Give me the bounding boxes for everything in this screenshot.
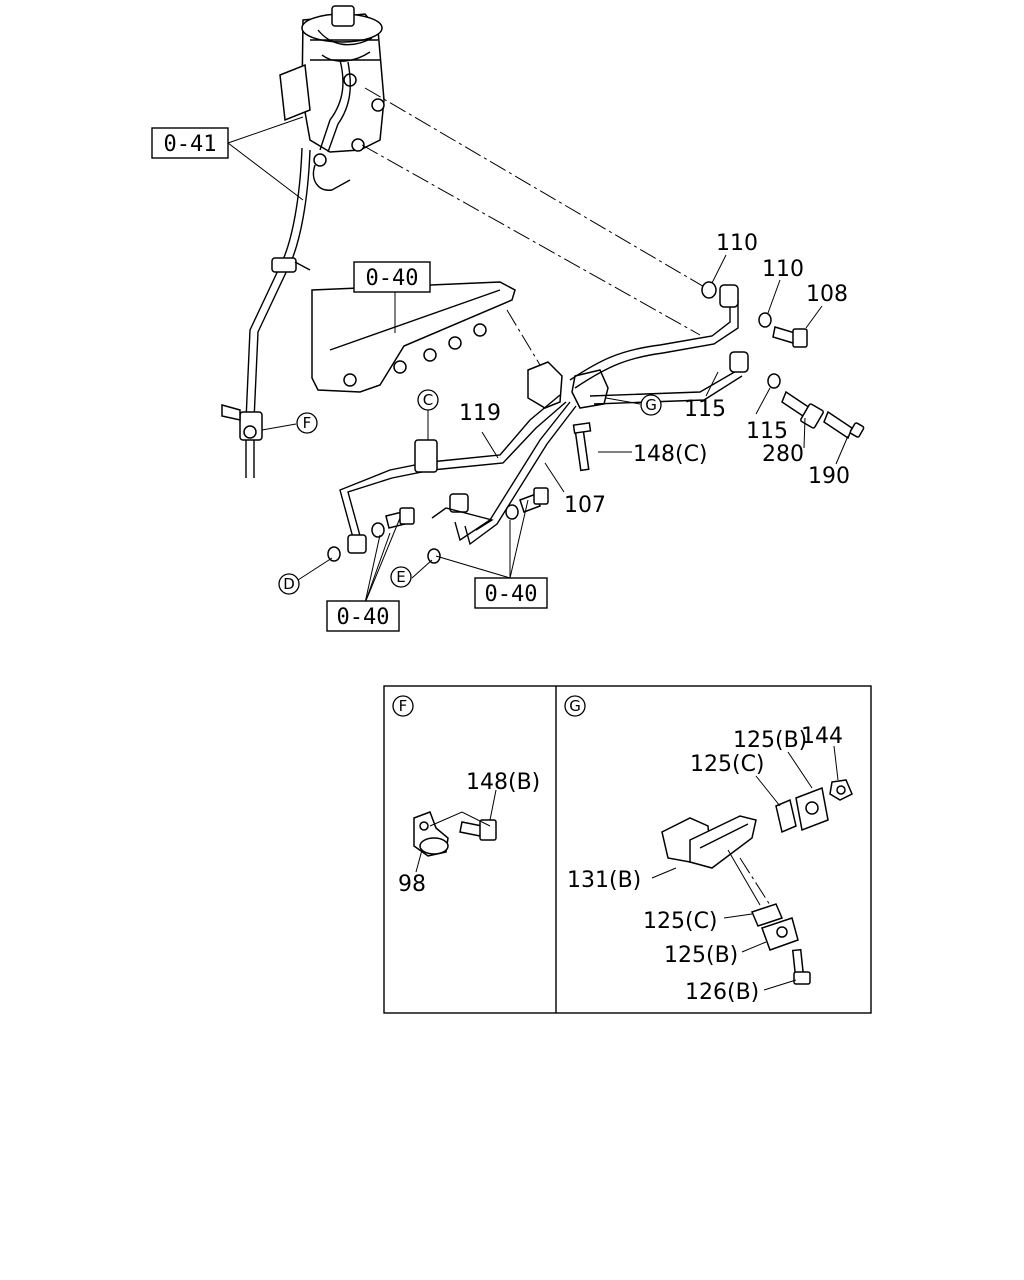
- bolt-148b: [459, 819, 497, 841]
- detail-f: F 148(B) 98: [392, 695, 540, 897]
- pipe-119: [347, 401, 567, 544]
- washer: [701, 281, 717, 299]
- bolt-126b: [791, 948, 811, 985]
- pipe-eye-fitting: [729, 351, 749, 373]
- pipe-eye-fitting: [719, 284, 739, 308]
- clamp-125c-top: [775, 798, 797, 834]
- svg-text:F: F: [303, 414, 312, 432]
- bolt-108: [772, 326, 808, 348]
- part-label: 280: [762, 442, 804, 467]
- ref-box-0-40-left: 0-40: [326, 600, 400, 632]
- part-label: 110: [762, 257, 804, 282]
- circle-marker-e: E: [390, 566, 412, 588]
- alignment-line: [364, 87, 707, 289]
- washer: [758, 312, 772, 328]
- washer: [371, 522, 385, 538]
- part-label: 98: [398, 872, 426, 897]
- common-rail: [311, 281, 516, 393]
- alignment-line: [506, 309, 541, 366]
- ref-label: 0-40: [366, 266, 419, 291]
- pipe-115: [569, 300, 731, 381]
- washer: [505, 504, 519, 520]
- pipe-119: [339, 394, 561, 546]
- ref-label: 0-40: [337, 605, 390, 630]
- detail-frame: [383, 685, 872, 1014]
- ref-box-0-40-rail: 0-40: [353, 261, 431, 293]
- pipe-clamp: [414, 439, 438, 473]
- part-label: 115: [746, 419, 788, 444]
- part-label: 115: [684, 397, 726, 422]
- part-label: 126(B): [685, 980, 759, 1005]
- part-label: 148(C): [633, 442, 708, 467]
- detail-g-marker: G: [564, 695, 586, 717]
- eye-bolt: [385, 507, 415, 529]
- alignment-line: [361, 144, 701, 336]
- part-label: 131(B): [567, 868, 641, 893]
- fuel-filter-assembly: [279, 5, 385, 191]
- part-label: 144: [801, 724, 843, 749]
- nut-144: [829, 779, 853, 801]
- bracket-131b: [661, 815, 757, 869]
- union-280: [781, 390, 824, 429]
- part-label: 148(B): [466, 770, 540, 795]
- svg-text:C: C: [423, 391, 433, 409]
- eye-bolt: [519, 487, 549, 513]
- part-label: 107: [564, 493, 606, 518]
- ref-label: 0-40: [485, 582, 538, 607]
- part-label: 125(C): [690, 752, 765, 777]
- detail-f-marker: F: [392, 695, 414, 717]
- circle-marker-f: F: [296, 412, 318, 434]
- part-label: 119: [459, 401, 501, 426]
- washer: [767, 373, 781, 389]
- ref-box-0-40-right: 0-40: [474, 577, 548, 609]
- part-label: 108: [806, 282, 848, 307]
- circle-marker-g: G: [640, 394, 662, 416]
- svg-text:E: E: [396, 568, 405, 586]
- svg-text:F: F: [399, 697, 408, 715]
- return-pipe: [221, 147, 311, 478]
- pipe-115: [574, 300, 739, 389]
- clamp-125b-bottom: [761, 917, 799, 951]
- pipe-107: [464, 405, 577, 546]
- detail-g: G: [564, 695, 853, 1005]
- clip-98: [413, 811, 449, 857]
- washer: [427, 548, 441, 564]
- part-label: 110: [716, 231, 758, 256]
- pipe-eye-fitting: [347, 534, 367, 554]
- svg-text:D: D: [283, 575, 295, 593]
- svg-text:G: G: [645, 396, 657, 414]
- washer: [327, 546, 341, 562]
- clamp-125c-bottom: [750, 903, 784, 927]
- ref-box-0-41: 0-41: [151, 127, 229, 159]
- valve-190: [823, 410, 865, 440]
- ref-label: 0-41: [164, 132, 217, 157]
- part-label: 190: [808, 464, 850, 489]
- part-label: 125(C): [643, 909, 718, 934]
- clamp-125b-top: [795, 786, 829, 832]
- part-label: 125(B): [664, 943, 738, 968]
- part-label: 125(B): [733, 728, 807, 753]
- svg-text:G: G: [569, 697, 581, 715]
- leader-lines: [227, 116, 849, 604]
- circle-marker-c: C: [417, 389, 439, 411]
- circle-marker-d: D: [278, 573, 300, 595]
- alignment-line: [739, 857, 771, 906]
